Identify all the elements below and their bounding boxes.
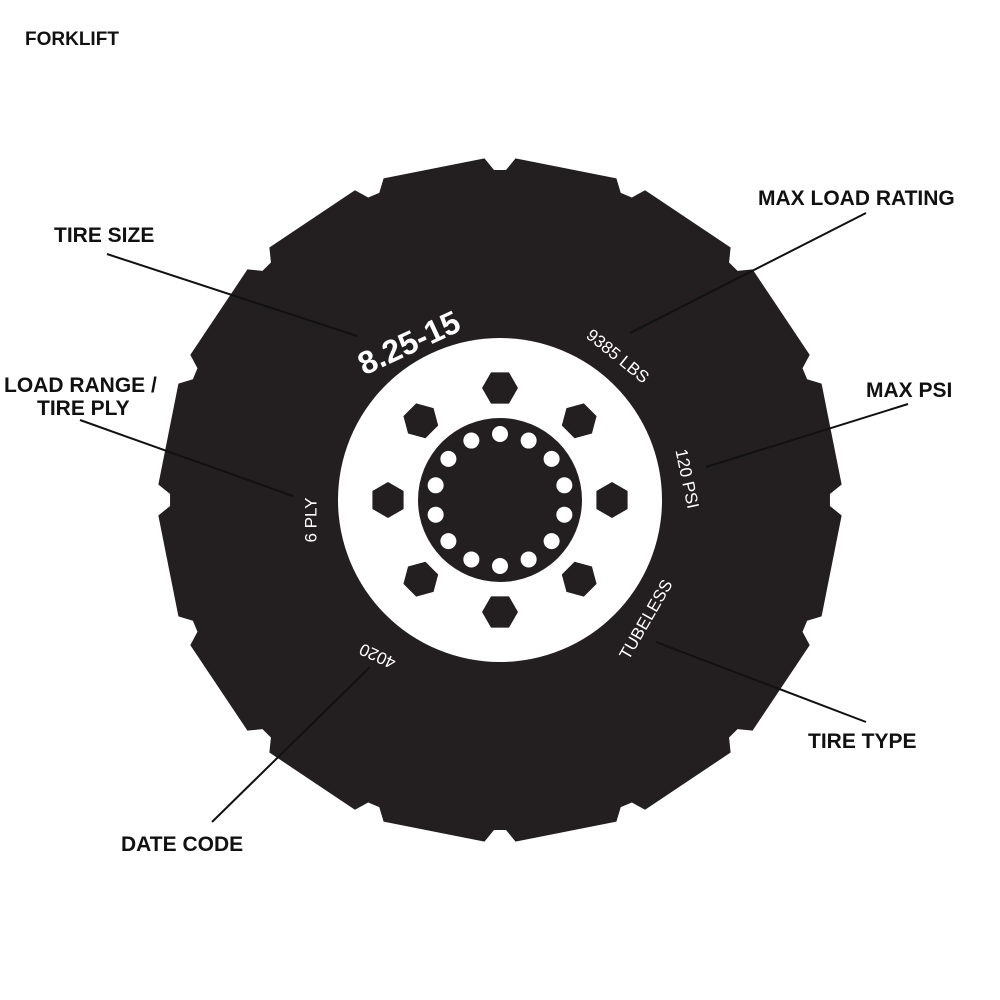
hub-hole-icon (440, 533, 457, 550)
tire-type-leader (655, 641, 867, 723)
date-code-label: DATE CODE (121, 833, 243, 856)
tire-size-leader (106, 253, 358, 337)
lug-nut-icon (482, 596, 518, 628)
sidewall-ply: 6 PLY (301, 497, 320, 542)
hub-hole-icon (492, 558, 508, 574)
lug-nut-icon (482, 372, 518, 404)
hub-hole-icon (520, 551, 537, 568)
tire-size-label: TIRE SIZE (54, 224, 154, 247)
max-psi-leader (705, 403, 909, 468)
hub-bolt-holes (427, 426, 573, 574)
hub-hole-icon (556, 506, 573, 523)
hub-hole-icon (463, 551, 480, 568)
hub-hole-icon (520, 432, 537, 449)
diagram-title: FORKLIFT (25, 29, 119, 50)
load-range-label-line1: LOAD RANGE / (4, 374, 157, 397)
lug-nut-icon (596, 482, 628, 518)
tire-icon (158, 158, 842, 842)
tire-type-label: TIRE TYPE (808, 730, 917, 753)
max-load-leader (629, 212, 867, 334)
hub-hole-icon (440, 450, 457, 467)
hub-hole-icon (463, 432, 480, 449)
max-load-rating-label: MAX LOAD RATING (758, 187, 955, 210)
hub-hole-icon (543, 450, 560, 467)
hub-hole-icon (427, 477, 444, 494)
lug-nut-icon (561, 561, 597, 597)
wheel-hub (418, 418, 582, 582)
max-psi-label: MAX PSI (866, 379, 952, 402)
hub-hole-icon (492, 426, 508, 442)
load-range-leader (79, 419, 294, 497)
lug-nut-icon (561, 403, 597, 439)
lug-nuts (372, 372, 628, 628)
lug-nut-icon (403, 403, 439, 439)
date-code-leader (211, 666, 371, 823)
lug-nut-icon (372, 482, 404, 518)
hub-hole-icon (427, 506, 444, 523)
load-range-label-line2: TIRE PLY (37, 397, 130, 420)
hub-hole-icon (543, 533, 560, 550)
lug-nut-icon (403, 561, 439, 597)
hub-hole-icon (556, 477, 573, 494)
